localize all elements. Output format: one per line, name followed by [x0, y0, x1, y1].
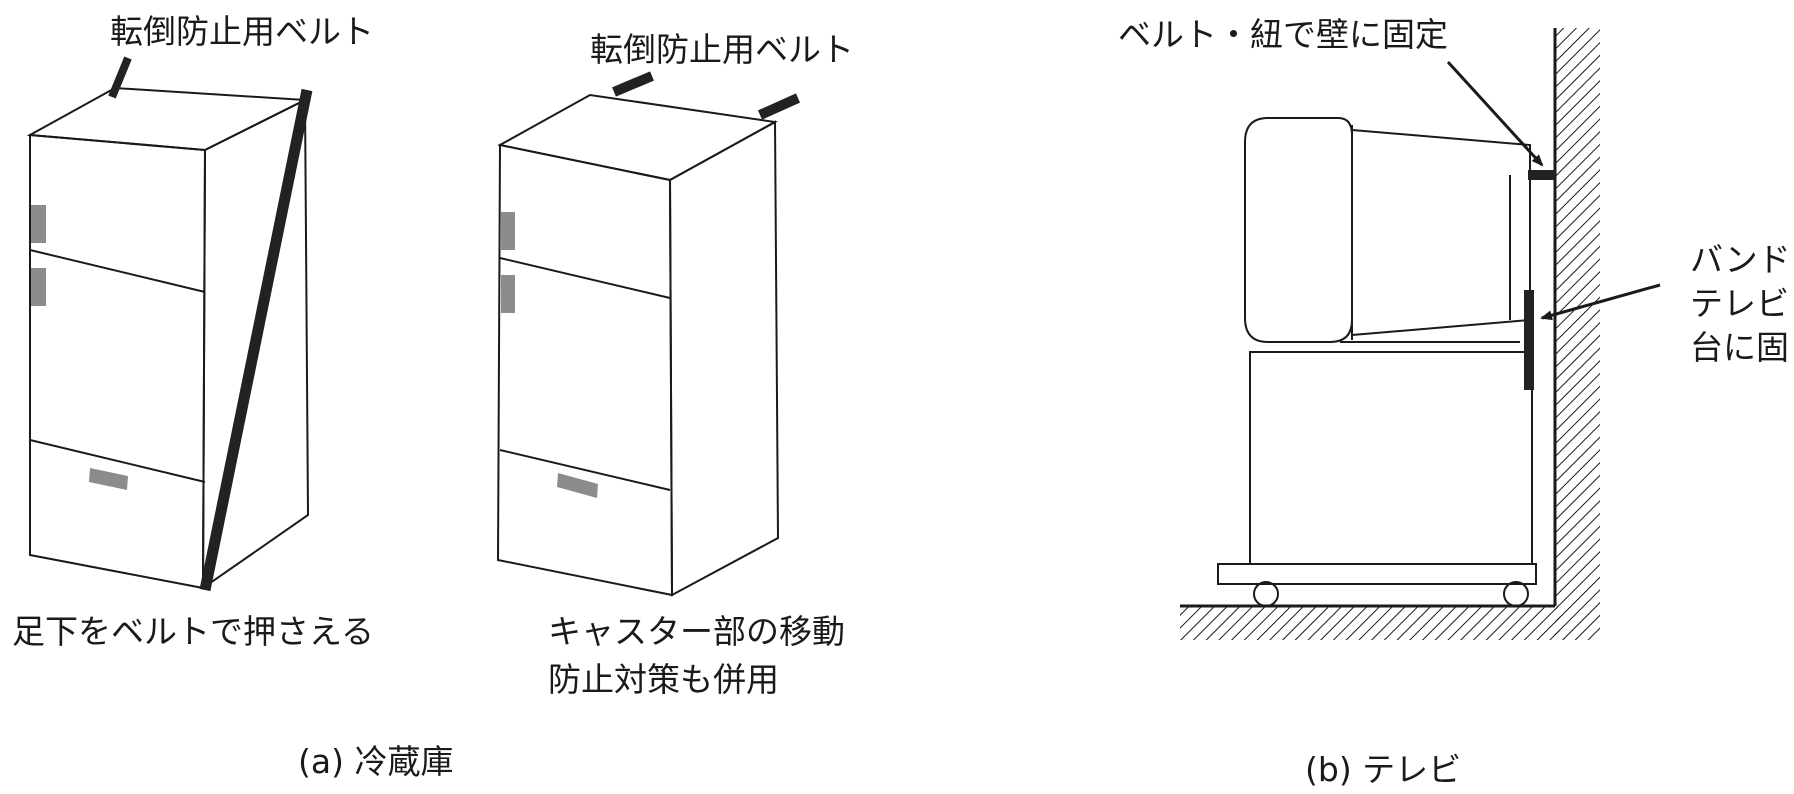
caption-a: (a) 冷蔵庫 [298, 742, 454, 781]
wall [1555, 28, 1600, 640]
fridge-2-front [496, 143, 674, 597]
fridge-1-front [29, 133, 207, 590]
fridge-2-drawer-handle [557, 473, 598, 498]
fridge-1-handle-2 [31, 268, 46, 306]
tv-stand-body [1249, 351, 1533, 565]
band-note-line-1: バンド [1690, 240, 1791, 279]
foot-belt-note: 足下をベルトで押さえる [12, 612, 375, 651]
tv-screen-bezel [1244, 117, 1353, 343]
band-note-line-3: 台に固 [1690, 328, 1789, 367]
wall-strap [1528, 170, 1555, 180]
tv-body [1351, 129, 1531, 336]
wall-strap-pointer [1446, 60, 1544, 167]
fridge-2-handle-1 [501, 212, 515, 250]
floor [1180, 606, 1560, 640]
tv-stand-base [1217, 563, 1537, 585]
band-fastener [1524, 290, 1534, 390]
fridge-1-door-line-2 [29, 439, 206, 483]
fridge-1-belt-label: 転倒防止用ベルト [110, 12, 374, 51]
tv-stand-wheel-right [1503, 581, 1529, 607]
tv-stand-wheel-left [1253, 581, 1279, 607]
caster-note-line-1: キャスター部の移動 [548, 612, 845, 651]
fridge-1-belt-stub [108, 56, 132, 99]
fridge-1-top [26, 86, 309, 152]
television [1244, 117, 1531, 343]
fridge-2-belt-label: 転倒防止用ベルト [590, 30, 854, 69]
fridge-2-handle-2 [501, 275, 515, 313]
fridge-1-door-line-1 [29, 249, 206, 293]
caster-note-line-2: 防止対策も併用 [548, 660, 779, 699]
band-note-line-2: テレビ [1690, 284, 1789, 323]
fridge-2-top-belt-2 [757, 93, 801, 120]
fridge-1-side [201, 98, 310, 590]
fridge-2-top [497, 93, 779, 182]
caption-b: (b) テレビ [1305, 750, 1462, 789]
fridge-2-side [668, 120, 780, 597]
band-note: バンド テレビ 台に固 [1690, 240, 1794, 390]
tv-stand [1217, 351, 1537, 607]
band-pointer [1540, 283, 1661, 321]
fridge-2-top-belt-1 [612, 71, 654, 97]
refrigerator-2 [496, 93, 780, 597]
fridge-2-door-line-2 [499, 449, 671, 491]
refrigerator-1 [26, 86, 310, 590]
fridge-2-door-line-1 [499, 257, 671, 299]
fridge-1-handle-1 [31, 205, 46, 243]
wall-fix-label: ベルト・紐で壁に固定 [1118, 15, 1448, 54]
fridge-1-diagonal-belt [199, 88, 313, 592]
fridge-1-drawer-handle [89, 468, 128, 490]
